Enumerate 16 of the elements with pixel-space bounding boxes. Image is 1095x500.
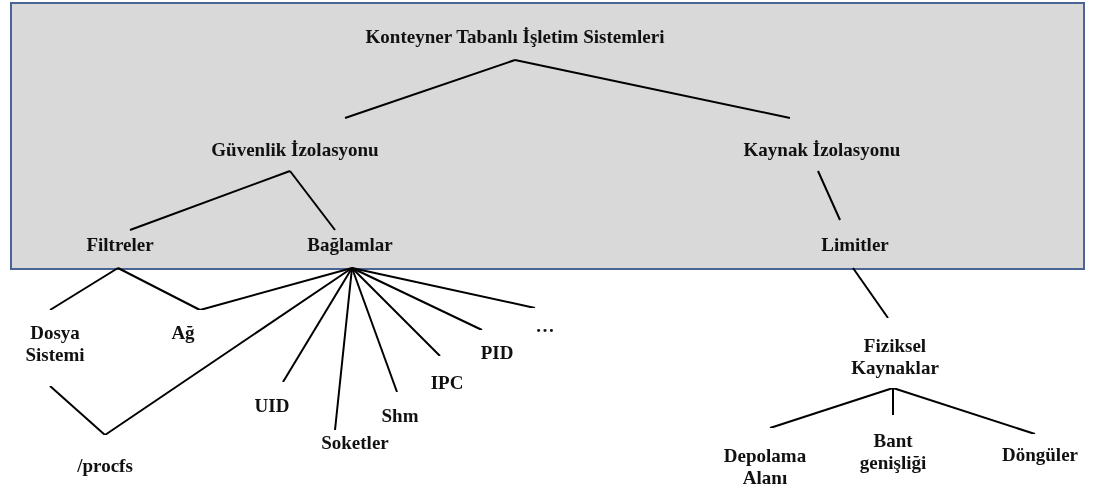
node-label: Kaynak İzolasyonu [712, 118, 932, 171]
connector-line [344, 59, 516, 119]
node-label: Güvenlik İzolasyonu [180, 118, 410, 171]
node-label: Konteyner Tabanlı İşletim Sistemleri [305, 24, 725, 60]
node-label: Filtreler [65, 230, 175, 268]
connector-line [817, 170, 841, 221]
node-label: Limitler [805, 220, 905, 268]
connector-line [892, 387, 1036, 435]
connector-line [289, 170, 336, 231]
container-panel [10, 2, 1085, 270]
connector-line [892, 387, 894, 416]
connector-line [769, 387, 894, 429]
connector-line [129, 170, 291, 231]
connector-line [514, 59, 791, 119]
connector-line [49, 385, 106, 436]
node-label: Bağlamlar [290, 230, 410, 268]
